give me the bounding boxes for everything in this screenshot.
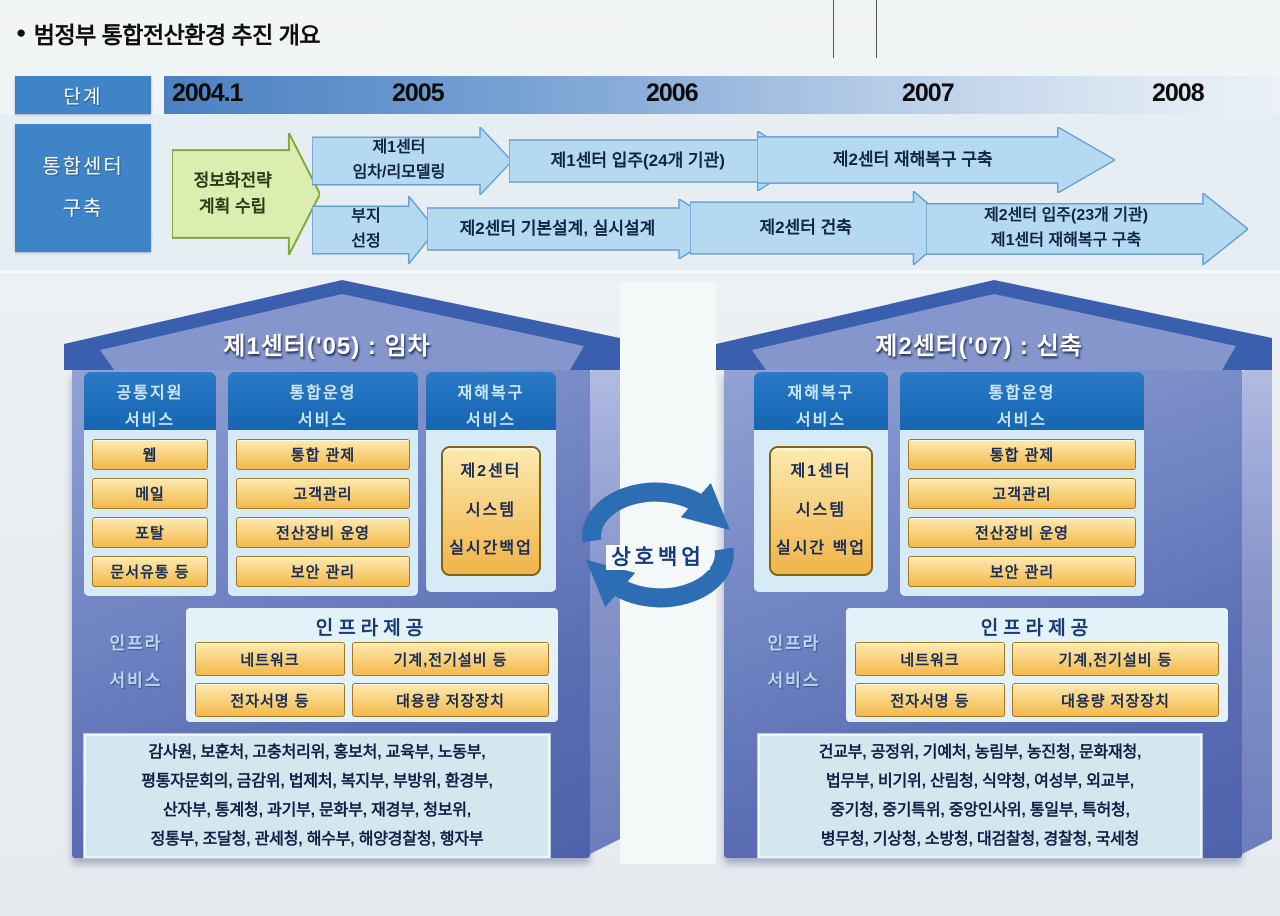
service-item: 포탈 xyxy=(92,517,208,548)
column-header: 재해복구 서비스 xyxy=(754,372,888,430)
arrow-center2-design: 제2센터 기본설계, 실시설계 xyxy=(427,199,727,259)
infra-grid: 네트워크 기계,전기설비 등 전자서명 등 대용량 저장장치 xyxy=(855,642,1219,717)
service-item: 문서유통 등 xyxy=(92,556,208,587)
infra-item: 전자서명 등 xyxy=(195,683,345,717)
blue-arrow-shape xyxy=(312,127,512,195)
infra-title: 인프라제공 xyxy=(980,618,1094,639)
column-header: 통합운영 서비스 xyxy=(900,372,1144,430)
arrow-label: 제2센터 재해복구 구축 xyxy=(832,149,993,169)
column-body: 웹 메일 포탈 문서유통 등 xyxy=(84,430,216,596)
integration-center-row-label: 통합센터 구축 xyxy=(15,124,151,252)
year-tick: 2007 xyxy=(902,79,955,107)
agency-list: 건교부, 공정위, 기예처, 농림부, 농진청, 문화재청, 법무부, 비기위,… xyxy=(818,743,1142,849)
green-arrow-shape xyxy=(172,133,320,255)
column-body: 통합 관제 고객관리 전산장비 운영 보안 관리 xyxy=(228,430,418,596)
infra-service-label: 인프라 서비스 xyxy=(109,634,163,690)
stage-row-label: 단계 xyxy=(15,76,151,114)
cycle-arrows-icon xyxy=(582,482,734,608)
center2-integrated-ops-column: 통합운영 서비스 통합 관제 고객관리 전산장비 운영 보안 관리 xyxy=(900,372,1144,596)
infra-panel: 인프라제공 네트워크 기계,전기설비 등 전자서명 등 대용량 저장장치 xyxy=(846,608,1228,722)
arrow-center2-construction: 제2센터 건축 xyxy=(690,191,956,265)
year-axis-bar: 2004.1 2005 2006 2007 2008 xyxy=(164,76,1280,114)
service-item: 전산장비 운영 xyxy=(236,517,410,548)
column-header: 통합운영 서비스 xyxy=(228,372,418,430)
center1-integrated-ops-column: 통합운영 서비스 통합 관제 고객관리 전산장비 운영 보안 관리 xyxy=(228,372,418,596)
center-gap xyxy=(620,282,716,864)
center1-building: 제1센터('05) : 임차 공통지원 서비스 웹 메일 포탈 문서유통 등 통… xyxy=(64,278,620,868)
infra-item: 기계,전기설비 등 xyxy=(1012,642,1219,676)
arrow-informatization-strategy: 정보화전략 계획 수립 xyxy=(172,133,320,255)
year-tick: 2006 xyxy=(646,79,699,107)
service-item: 전산장비 운영 xyxy=(908,517,1136,548)
blue-arrow-shape xyxy=(312,196,436,264)
page-rule-line xyxy=(876,0,877,58)
column-header: 공통지원 서비스 xyxy=(84,372,216,430)
center1-common-support-column: 공통지원 서비스 웹 메일 포탈 문서유통 등 xyxy=(84,372,216,596)
blue-arrow-shape xyxy=(757,127,1115,193)
service-item: 통합 관제 xyxy=(236,439,410,470)
arrow-center2-dr-build: 제2센터 재해복구 구축 xyxy=(757,127,1115,193)
center2-side-bevel xyxy=(1242,354,1272,854)
center1-agency-panel: 감사원, 보훈처, 고충처리위, 홍보처, 교육부, 노동부, 평통자문회의, … xyxy=(84,734,550,858)
center2-title: 제2센터('07) : 신축 xyxy=(875,333,1083,360)
page-rule-line xyxy=(833,0,834,58)
page-title-text: 범정부 통합전산환경 추진 개요 xyxy=(33,22,321,48)
arrow-label: 제2센터 기본설계, 실시설계 xyxy=(459,218,656,238)
column-header: 재해복구 서비스 xyxy=(426,372,556,430)
infra-item: 대용량 저장장치 xyxy=(352,683,549,717)
column-body: 통합 관제 고객관리 전산장비 운영 보안 관리 xyxy=(900,430,1144,596)
center2-roof xyxy=(716,280,1272,370)
service-item: 고객관리 xyxy=(236,478,410,509)
year-tick: 2005 xyxy=(392,79,445,107)
arrow-center1-movein: 제1센터 입주(24개 기관) xyxy=(509,131,805,191)
dr-backup-box: 제2센터 시스템 실시간백업 xyxy=(441,446,541,576)
service-item: 보안 관리 xyxy=(908,556,1136,587)
arrow-label: 제2센터 건축 xyxy=(759,217,852,237)
page-title: ● 범정부 통합전산환경 추진 개요 xyxy=(16,16,321,50)
arrow-label: 부지 선정 xyxy=(351,208,381,250)
center2-disaster-recovery-column: 재해복구 서비스 제1센터 시스템 실시간 백업 xyxy=(754,372,888,592)
center1-roof xyxy=(64,280,620,370)
mutual-backup-cycle: 상호백업 xyxy=(570,455,746,635)
column-body: 제2센터 시스템 실시간백업 xyxy=(426,430,556,592)
infra-service-label: 인프라 서비스 xyxy=(767,634,821,690)
mutual-backup-label: 상호백업 xyxy=(606,545,710,570)
infra-item: 전자서명 등 xyxy=(855,683,1005,717)
infra-panel: 인프라제공 네트워크 기계,전기설비 등 전자서명 등 대용량 저장장치 xyxy=(186,608,558,722)
mutual-backup-label-wrap: 상호백업 xyxy=(570,541,746,571)
blue-arrow-shape xyxy=(926,193,1248,265)
service-item: 메일 xyxy=(92,478,208,509)
arrow-center1-lease-remodel: 제1센터 임차/리모델링 xyxy=(312,127,512,195)
arrow-label: 정보화전략 계획 수립 xyxy=(193,170,272,216)
arrow-label: 제1센터 입주(24개 기관) xyxy=(550,150,725,170)
service-item: 웹 xyxy=(92,439,208,470)
infra-item: 네트워크 xyxy=(855,642,1005,676)
center1-disaster-recovery-column: 재해복구 서비스 제2센터 시스템 실시간백업 xyxy=(426,372,556,592)
infra-grid: 네트워크 기계,전기설비 등 전자서명 등 대용량 저장장치 xyxy=(195,642,549,717)
infra-item: 네트워크 xyxy=(195,642,345,676)
infra-item: 기계,전기설비 등 xyxy=(352,642,549,676)
year-tick: 2004.1 xyxy=(172,79,243,107)
center2-building: 제2센터('07) : 신축 재해복구 서비스 제1센터 시스템 실시간 백업 … xyxy=(716,278,1272,868)
center1-title: 제1센터('05) : 임차 xyxy=(223,333,431,360)
dr-backup-box: 제1센터 시스템 실시간 백업 xyxy=(769,446,873,576)
service-item: 통합 관제 xyxy=(908,439,1136,470)
center2-agency-panel: 건교부, 공정위, 기예처, 농림부, 농진청, 문화재청, 법무부, 비기위,… xyxy=(758,734,1202,858)
infra-item: 대용량 저장장치 xyxy=(1012,683,1219,717)
arrow-site-selection: 부지 선정 xyxy=(312,196,436,264)
year-tick: 2008 xyxy=(1152,79,1205,107)
column-body: 제1센터 시스템 실시간 백업 xyxy=(754,430,888,592)
arrow-label: 제1센터 임차/리모델링 xyxy=(352,139,446,181)
bullet-icon: ● xyxy=(16,23,26,42)
infra-title: 인프라제공 xyxy=(315,618,429,639)
service-item: 고객관리 xyxy=(908,478,1136,509)
agency-list: 감사원, 보훈처, 고충처리위, 홍보처, 교육부, 노동부, 평통자문회의, … xyxy=(141,743,493,849)
service-item: 보안 관리 xyxy=(236,556,410,587)
arrow-center2-movein-center1-dr: 제2센터 입주(23개 기관) 제1센터 재해복구 구축 xyxy=(926,193,1248,265)
arrow-label: 제2센터 입주(23개 기관) 제1센터 재해복구 구축 xyxy=(984,207,1149,249)
